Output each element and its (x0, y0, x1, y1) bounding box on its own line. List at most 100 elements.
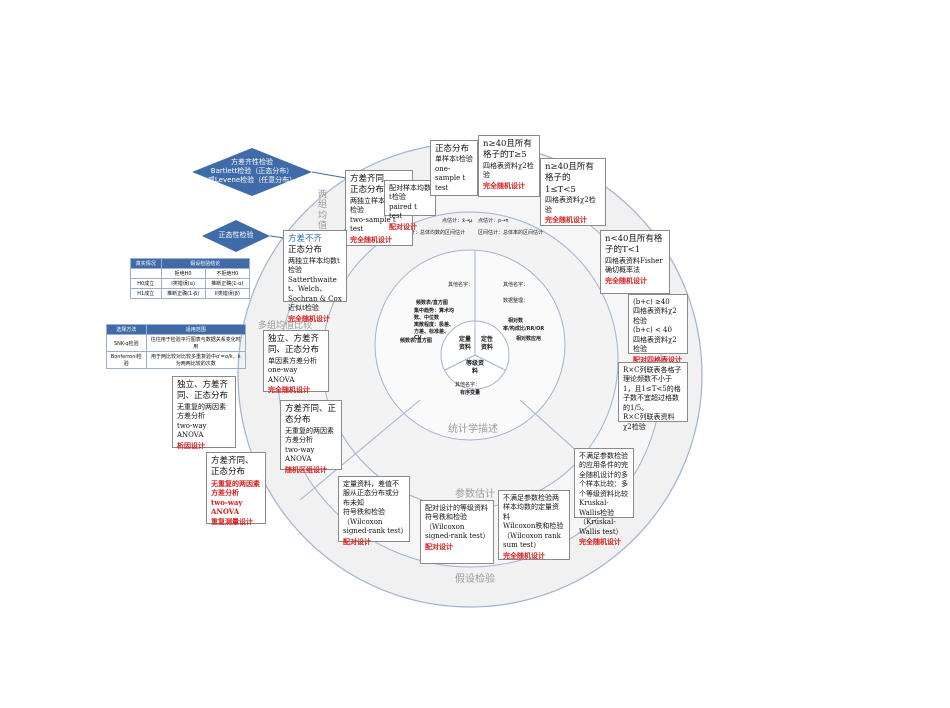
design: 重复测量设计 (211, 516, 253, 526)
box-welch: 方差不齐 正态分布 两独立样本均数t检验 Satterthwaite t、Wel… (283, 230, 347, 323)
text: 方差齐同、正态分布 (285, 404, 337, 426)
central-tendency: 集中趋势：算术均数、中位数 (414, 308, 455, 321)
design: 配对四格表设计 (633, 354, 682, 364)
cell-h1: H1成立 (130, 288, 162, 299)
ordinal-sub: 有序变量 (460, 390, 481, 396)
box-two-way-anova-block: 方差齐同、正态分布 无重复的两因素方差分析 two-way ANOVA 随机区组… (280, 400, 342, 474)
text: two-way ANOVA (211, 497, 243, 517)
text: 符号秩和检验（Wilcoxon signed-rank test） (425, 513, 490, 541)
design: 完全随机设计 (350, 234, 392, 244)
relative-number: 相对数 (508, 318, 524, 324)
text: n<40且所有格子的T<1 (605, 234, 663, 256)
text: 两独立样本均数t检验 (350, 196, 402, 215)
text: Wilcoxon秩和检验（Wilcoxon rank sum test） (503, 522, 564, 550)
design: 完全随机设计 (268, 385, 310, 395)
interval-est-mean: 区间估计：总体均数的区间估计 (395, 230, 466, 236)
text: 四格表资料Fisher确切概率法 (605, 256, 663, 275)
data-organize: 数据整理： (503, 298, 529, 304)
text: 正态分布 (350, 185, 385, 196)
cell-type1: I类错误(α) (160, 278, 206, 289)
text: two-way ANOVA (177, 421, 207, 440)
text: paired t test (389, 202, 417, 221)
diamond-normality-test (202, 220, 270, 252)
text: n≥40且所有格子的1≤T<5 (545, 162, 594, 195)
ring-label-hypothesis: 假设检验 (455, 574, 495, 585)
design: 完全随机设计 (288, 313, 330, 323)
text: 无重复的两因素方差分析 (211, 478, 260, 498)
th-conclusion: 假设检验结论 (160, 258, 251, 269)
text: 配对设计的等级资料 (425, 504, 488, 512)
design: 完全随机设计 (503, 550, 545, 560)
freq-table-2: 频数表/直方图 (400, 338, 432, 344)
design: 完全随机设计 (579, 536, 621, 546)
other-names-2: 其他名字： (503, 282, 529, 288)
design: 析因设计 (177, 440, 205, 450)
text: (b+c) ≥40 (633, 298, 670, 306)
box-paired-chi2: (b+c) ≥40 四格表资料χ2检验 (b+c) < 40 四格表资料χ2检验… (628, 294, 688, 364)
freq-table-1: 频数表/直方图 (416, 300, 448, 306)
text: 正态分布 (435, 144, 470, 154)
cell-bonf-desc: 用于两比较对比较多重复验中α'=α/k，k为两两比较的次数 (145, 351, 247, 369)
text: 四格表资料χ2检验 (633, 307, 677, 325)
box-rxc: R×C列联表各格子理论频数不小于1，且1≤T<5的格子数不宜超过格数的1/5。 … (618, 362, 688, 431)
text: 不满足参数检验两样本均数的定量资料 (503, 494, 559, 521)
cell-snk: SNK-q检验 (106, 334, 147, 352)
text: 符号秩和检验（Wilcoxon signed-rank test） (343, 508, 408, 536)
text: two-way ANOVA (285, 445, 315, 464)
th-notreject: 不拒绝H0 (204, 268, 251, 279)
box-signed-rank-quant: 定量资料，差值不服从正态分布或分布未知 符号秩和检验（Wilcoxon sign… (338, 476, 410, 546)
box-factorial: 独立、方差齐同、正态分布 无重复的两因素方差分析 two-way ANOVA 析… (172, 376, 236, 450)
text: R×C列联表资料χ2检验 (623, 413, 675, 431)
diamond-variance-test (192, 148, 312, 196)
method-table: 选择方法适用范围 SNK-q检验往往用于检验平行图表与数据关系变化时用 Bonf… (106, 324, 247, 369)
cell-snk-desc: 往往用于检验平行图表与数据关系变化时用 (145, 334, 247, 352)
box-chi2-2: n≥40且所有格子的1≤T<5 四格表资料χ2检验 完全随机设计 (540, 158, 606, 226)
text: 方差齐同、正态分布 (211, 456, 254, 478)
box-chi2-1: n≥40且所有格子的T≥5 四格表资料χ2检验 完全随机设计 (478, 135, 540, 197)
cell-bonf: Bonferroni检验 (106, 351, 147, 369)
box-paired-t: 配对样本均数t检验 paired t test 配对设计 (384, 180, 436, 231)
text: 定量资料，差值不服从正态分布或分布未知 (343, 480, 399, 507)
text: 四格表资料χ2检验 (633, 335, 677, 354)
box-one-way-anova: 独立、方差齐同、正态分布 单因素方差分析 one-way ANOVA 完全随机设… (263, 330, 329, 395)
ring-label-param: 参数估计 (455, 489, 495, 500)
ring-label-descriptive: 统计学描述 (448, 424, 498, 435)
text: R×C列联表各格子理论频数不小于1，且1≤T<5的格子数不宜超过格数的1/5。 (623, 366, 682, 412)
point-est-rate: 点估计：p→π (478, 218, 509, 224)
core-quant: 定量资料 (458, 336, 471, 351)
text: 方差齐同 (350, 174, 385, 184)
interval-est-rate: 区间估计：总体率的区间估计 (478, 230, 544, 236)
text: 无重复的两因素方差分析 (285, 426, 334, 445)
design: 随机区组设计 (285, 464, 327, 474)
text: one-way ANOVA (268, 366, 298, 384)
text: two-sample t test (350, 215, 396, 234)
core-qual: 定性资料 (480, 336, 493, 351)
core-ordinal: 等级资料 (466, 360, 485, 375)
box-signed-rank-ordinal: 配对设计的等级资料 符号秩和检验（Wilcoxon signed-rank te… (420, 500, 494, 564)
text: Kruskal-Wallis检验（Kruskal-Wallis test） (579, 499, 623, 536)
box-fisher: n<40且所有格子的T<1 四格表资料Fisher确切概率法 完全随机设计 (600, 230, 670, 294)
text: 方差不齐 (288, 234, 323, 244)
text: 配对样本均数t检验 (389, 184, 431, 202)
text: 四格表资料χ2检验 (545, 196, 596, 214)
text: 单样本t检验 (435, 155, 473, 164)
diamond-variance-label: 方差齐性检验 Bartlett检验（正态分布） 或Levene检验（任意分布） (207, 158, 297, 185)
th-method: 选择方法 (106, 324, 147, 335)
design: 完全随机设计 (605, 275, 647, 285)
dispersion: 离散程度：极差、方差、标准差、CV (414, 322, 455, 341)
other-names-1: 其他名字： (448, 282, 474, 288)
text: 无重复的两因素方差分析 (177, 402, 226, 421)
design: 完全随机设计 (545, 215, 587, 225)
ring-label-multigroup: 多组均值比较 (258, 321, 313, 331)
diamond-normality-label: 正态性检验 (218, 231, 254, 239)
text: one-sample t test (435, 164, 466, 192)
design: 配对设计 (425, 541, 453, 551)
box-wilcoxon-ranksum: 不满足参数检验两样本均数的定量资料 Wilcoxon秩和检验（Wilcoxon … (498, 490, 570, 560)
text: n≥40且所有格子的T≥5 (483, 139, 532, 161)
design: 配对设计 (343, 536, 371, 546)
cell-correct2: 推断正确(1-β) (160, 288, 206, 299)
text: 单因素方差分析 (268, 356, 317, 365)
cell-correct1: 推断正确(1-α) (204, 278, 251, 289)
text: 独立、方差齐同、正态分布 (177, 380, 229, 402)
